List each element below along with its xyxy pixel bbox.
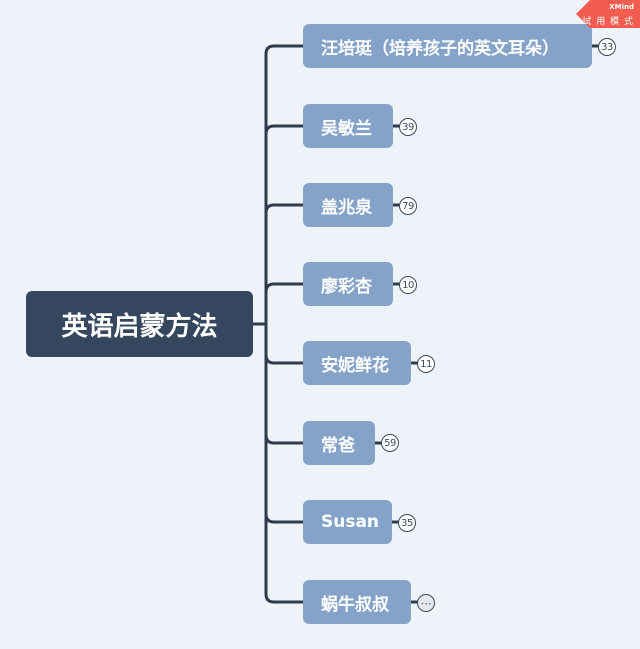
subtopic-count-badge[interactable]: 10 [399, 276, 417, 294]
branch-topic-woniu-shushu[interactable]: 蜗牛叔叔 [303, 580, 411, 624]
branch-connector [264, 322, 305, 524]
branch-connector [264, 322, 305, 365]
subtopic-count-badge[interactable]: 33 [598, 38, 616, 56]
subtopic-count-badge[interactable]: 79 [399, 197, 417, 215]
branch-connector [264, 322, 305, 604]
branch-topic-chang-ba[interactable]: 常爸 [303, 421, 375, 465]
watermark-brand: XMind [609, 3, 634, 11]
branch-topic-wu-minlan[interactable]: 吴敏兰 [303, 104, 393, 148]
branch-connector [264, 282, 305, 326]
branch-connector [264, 124, 305, 326]
branch-connector [264, 322, 305, 445]
subtopic-count-badge[interactable]: 39 [399, 118, 417, 136]
branch-topic-gai-zhaoquan[interactable]: 盖兆泉 [303, 183, 393, 227]
branch-topic-susan[interactable]: Susan [303, 500, 392, 544]
branch-connector [264, 203, 305, 326]
branch-connector [264, 44, 305, 326]
more-ellipsis-icon[interactable]: ⋯ [417, 594, 435, 612]
branch-topic-annie-xianhua[interactable]: 安妮鲜花 [303, 341, 411, 385]
branch-topic-liao-caixing[interactable]: 廖彩杏 [303, 262, 393, 306]
branch-topic-wang-peiting[interactable]: 汪培珽（培养孩子的英文耳朵） [303, 24, 592, 68]
subtopic-count-badge[interactable]: 11 [417, 355, 435, 373]
subtopic-count-badge[interactable]: 35 [398, 514, 416, 532]
trial-mode-watermark: XMind 試 用 模 式 [576, 0, 640, 28]
watermark-mode: 試 用 模 式 [582, 17, 634, 27]
subtopic-count-badge[interactable]: 59 [381, 434, 399, 452]
root-topic[interactable]: 英语启蒙方法 [26, 291, 253, 357]
